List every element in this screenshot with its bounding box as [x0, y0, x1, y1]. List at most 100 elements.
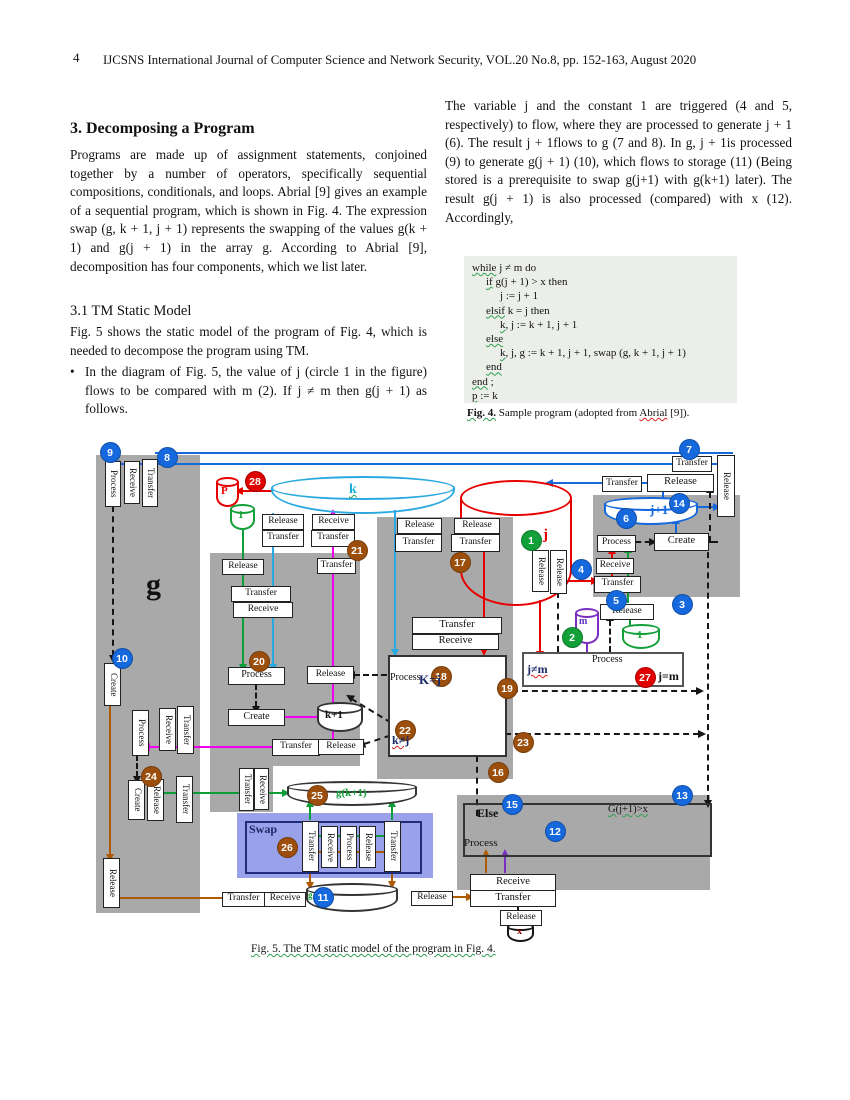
fig5-box-process-19: Process — [597, 535, 636, 552]
bullet-item: • In the diagram of Fig. 5, the value of… — [70, 363, 427, 419]
fig5-circle-21: 21 — [346, 539, 368, 561]
fig5-vbox-process-18: Process — [340, 826, 357, 868]
fig5-label-p: P — [221, 485, 228, 497]
fig4-keyword: j — [500, 290, 504, 303]
fig5-line-11 — [539, 600, 541, 652]
fig5-label-j=m: j=m — [658, 669, 679, 683]
fig5-label-g: g — [146, 568, 161, 601]
fig4-keyword: else — [486, 333, 504, 346]
fig5-circle-7: 7 — [678, 438, 700, 460]
fig5-circle-25: 25 — [306, 784, 328, 806]
fig5-cylinder-one-right — [622, 624, 660, 649]
fig5-label-else: Else — [477, 806, 499, 820]
cylinder-top — [271, 476, 455, 500]
fig5-line-42 — [354, 674, 387, 676]
fig5-cylinder-one-top — [230, 504, 255, 530]
fig4-code-text: := k — [477, 389, 498, 402]
fig5-line-0 — [155, 452, 733, 454]
fig5-circle-18: 18 — [430, 665, 452, 687]
fig5-line-23 — [149, 746, 272, 748]
fig5-box-transfer-28: Transfer — [470, 890, 556, 907]
fig5-line-6 — [675, 523, 677, 534]
fig5-line-2 — [552, 482, 602, 484]
fig5-circle-12: 12 — [544, 820, 566, 842]
fig5-vbox-receive-5: Receive — [159, 708, 176, 751]
fig5-circle-11: 11 — [312, 886, 334, 908]
fig5-label-j: j — [543, 527, 548, 543]
fig5-vbox-receive-1: Receive — [124, 461, 140, 504]
section-heading: 3. Decomposing a Program — [70, 120, 255, 137]
fig5-vbox-transfer-6: Transfer — [177, 706, 194, 754]
fig5-circle-2: 2 — [561, 626, 583, 648]
fig4-keyword: elsif — [486, 304, 505, 317]
fig5-cylinder-p — [216, 477, 239, 507]
fig5-circle-23: 23 — [512, 731, 534, 753]
fig5-line-1 — [119, 463, 717, 465]
fig5-line-35 — [255, 684, 257, 707]
fig4-code-line-0: while j ≠ m do — [472, 261, 729, 275]
fig5-line-19 — [391, 806, 393, 820]
fig4-code-text: g(j + 1) > x then — [492, 276, 568, 289]
fig5-box-receive-11: Receive — [233, 602, 293, 618]
fig5-line-34 — [136, 755, 138, 777]
fig5-vbox-create-3: Create — [104, 663, 121, 706]
fig4-code-line-2: j := j + 1 — [472, 289, 729, 303]
fig5-box-create-20: Create — [654, 533, 709, 551]
fig4-keyword: end — [486, 361, 502, 374]
fig5-circle-27: 27 — [634, 666, 656, 688]
cylinder-body — [230, 509, 255, 530]
fig5-arrowhead — [282, 789, 290, 797]
fig5-box-receive-21: Receive — [596, 558, 634, 574]
fig5-vbox-transfer-2: Transfer — [142, 459, 158, 507]
fig4-code-line-9: p := k — [472, 389, 729, 403]
fig5-box-transfer-12: Transfer — [412, 617, 502, 634]
right-paragraph-1: The variable j and the constant 1 are tr… — [445, 98, 792, 225]
fig4-keyword: end — [472, 375, 488, 388]
fig5-line-16 — [629, 618, 631, 626]
fig5-arrowhead — [482, 849, 490, 857]
fig5-circle-14: 14 — [668, 492, 690, 514]
fig5-line-3 — [638, 482, 650, 484]
fig5-arrowhead — [235, 487, 243, 495]
fig5-label-g: g — [308, 890, 313, 900]
fig5-vbox-process-4: Process — [132, 710, 149, 756]
fig5-line-25 — [118, 897, 222, 899]
fig5-circle-1: 1 — [520, 529, 542, 551]
fig5-circle-3: 3 — [671, 593, 693, 615]
fig5-vbox-transfer-20: Transfer — [384, 821, 401, 872]
fig5-circle-6: 6 — [615, 507, 637, 529]
fig5-arrowhead — [391, 649, 399, 657]
fig4-keyword: while — [472, 262, 497, 274]
fig5-circle-17: 17 — [449, 551, 471, 573]
fig5-line-40 — [512, 690, 697, 692]
fig5-vbox-transfer-11: Transfer — [239, 768, 254, 811]
fig5-box-transfer-10: Transfer — [231, 586, 291, 602]
fig5-frame-jnotm-process-frame — [522, 652, 684, 687]
fig5-label-kj: k≠j — [392, 733, 410, 747]
fig4-caption-mid: Sample program (adopted from — [496, 407, 640, 419]
fig5-label-1: 1 — [637, 629, 643, 641]
fig5-line-22 — [284, 716, 331, 718]
fig4-code-line-8: end ; — [472, 375, 729, 389]
fig5-line-45 — [609, 620, 611, 652]
fig5-line-41 — [505, 733, 699, 735]
fig5-box-release-4: Release — [222, 559, 264, 575]
fig5-line-44 — [557, 592, 559, 652]
fig5-box-transfer-24: Transfer — [602, 476, 642, 492]
cylinder-top — [575, 608, 599, 618]
fig5-arrowhead — [480, 648, 488, 656]
fig5-box-release-8: Release — [454, 518, 500, 534]
fig5-arrowhead — [388, 881, 396, 889]
fig5-arrowhead — [649, 538, 657, 546]
fig5-box-transfer-7: Transfer — [395, 534, 442, 552]
left-paragraph-1: Programs are made up of assignment state… — [70, 147, 427, 274]
fig5-label-1: 1 — [238, 509, 244, 521]
fig5-line-12 — [566, 580, 592, 582]
fig5-label-k: k — [349, 482, 357, 497]
fig5-label-k+1: k+1 — [325, 709, 343, 721]
fig4-code-line-7: end — [472, 360, 729, 374]
fig4-keyword: p — [472, 389, 478, 402]
fig5-box-transfer-17: Transfer — [272, 739, 320, 756]
bullet-marker: • — [70, 364, 75, 379]
fig4-code-text: k = j then — [504, 304, 550, 317]
